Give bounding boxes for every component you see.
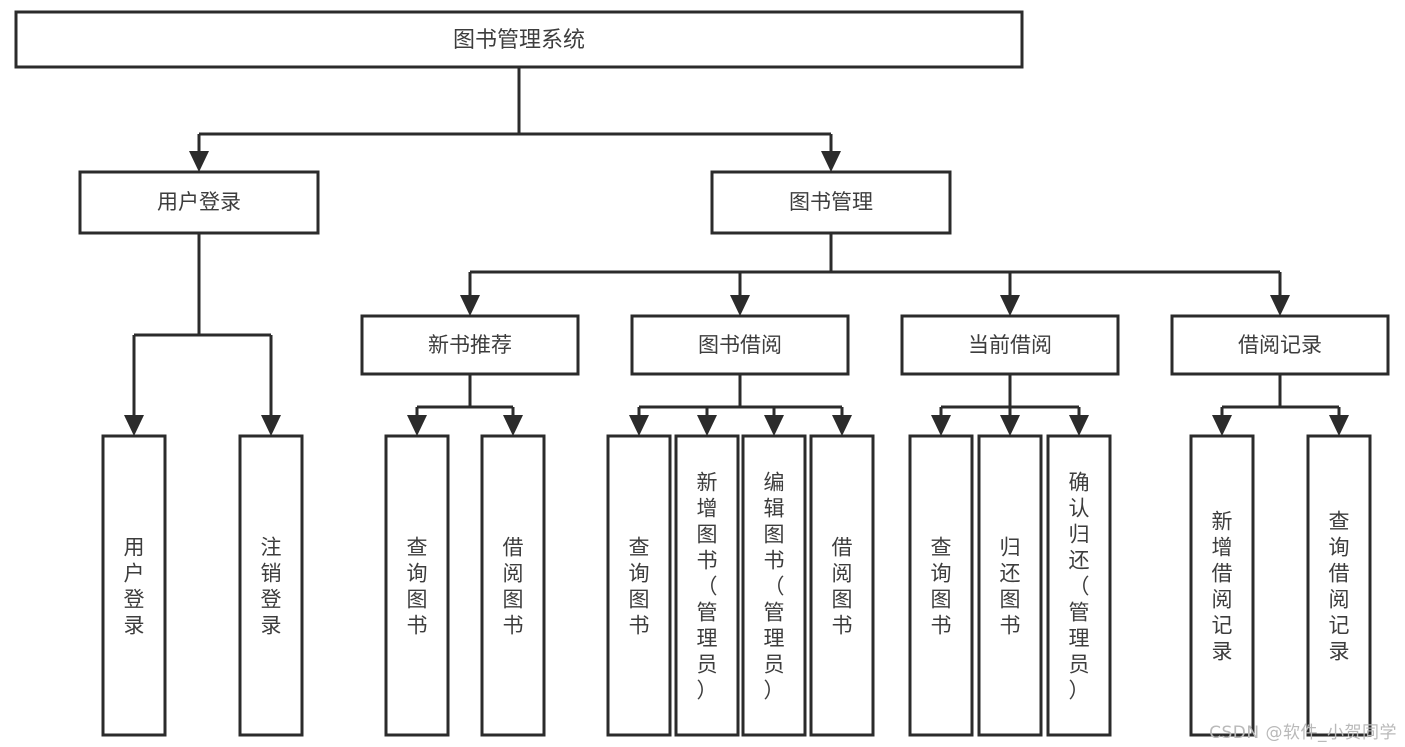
- node-borrow-record[interactable]: 借阅记录: [1170, 314, 1390, 376]
- leaf-node[interactable]: 归还图书: [977, 434, 1043, 737]
- connector-bookmgmt-to-level3: [460, 233, 1290, 316]
- connector-borrowrecord-to-leaves: [1212, 374, 1349, 436]
- leaf-node-label: 借阅图书: [832, 536, 853, 638]
- connector-currentborrow-to-leaves: [931, 374, 1089, 436]
- leaf-node[interactable]: 新增图书（管理员）: [674, 434, 740, 737]
- leaf-node-label: 用户登录: [124, 536, 145, 638]
- leaf-node-label: 借阅图书: [503, 536, 524, 638]
- leaf-node[interactable]: 编辑图书（管理员）: [741, 434, 807, 737]
- connector-bookborrow-to-leaves: [629, 374, 852, 436]
- leaf-node-label: 查询图书: [407, 536, 428, 638]
- node-root-system[interactable]: 图书管理系统: [14, 10, 1024, 69]
- leaf-node[interactable]: 查询借阅记录: [1306, 434, 1372, 737]
- leaf-node[interactable]: 借阅图书: [809, 434, 875, 737]
- leaf-node[interactable]: 用户登录: [101, 434, 167, 737]
- node-borrow-record-label: 借阅记录: [1238, 333, 1322, 357]
- leaf-node[interactable]: 查询图书: [908, 434, 974, 737]
- leaf-node-label: 注销登录: [261, 536, 282, 638]
- node-new-book-recommend[interactable]: 新书推荐: [360, 314, 580, 376]
- node-user-login-label: 用户登录: [157, 190, 241, 214]
- node-new-book-recommend-label: 新书推荐: [428, 333, 512, 357]
- leaf-node[interactable]: 查询图书: [384, 434, 450, 737]
- node-book-management-label: 图书管理: [789, 190, 873, 214]
- leaf-node[interactable]: 查询图书: [606, 434, 672, 737]
- leaf-node-label: 新增借阅记录: [1212, 510, 1233, 664]
- leaf-node-label: 查询借阅记录: [1329, 510, 1350, 664]
- leaf-node[interactable]: 确认归还（管理员）: [1046, 434, 1112, 737]
- node-current-borrow[interactable]: 当前借阅: [900, 314, 1120, 376]
- leaf-node-label: 编辑图书（管理员）: [764, 471, 785, 703]
- leaf-node[interactable]: 新增借阅记录: [1189, 434, 1255, 737]
- connector-userlogin-to-leaves: [124, 233, 281, 436]
- leaf-node-label: 查询图书: [629, 536, 650, 638]
- leaf-node-label: 归还图书: [1000, 536, 1021, 638]
- leaf-node-label: 查询图书: [931, 536, 952, 638]
- connector-newbook-to-leaves: [407, 374, 523, 436]
- leaf-node-label: 新增图书（管理员）: [697, 471, 718, 703]
- node-book-borrow[interactable]: 图书借阅: [630, 314, 850, 376]
- node-current-borrow-label: 当前借阅: [968, 333, 1052, 357]
- node-book-management[interactable]: 图书管理: [710, 170, 952, 235]
- leaf-node[interactable]: 借阅图书: [480, 434, 546, 737]
- leaf-node-label: 确认归还（管理员）: [1069, 471, 1090, 703]
- node-book-borrow-label: 图书借阅: [698, 333, 782, 357]
- leaf-node[interactable]: 注销登录: [238, 434, 304, 737]
- node-user-login[interactable]: 用户登录: [78, 170, 320, 235]
- node-root-system-label: 图书管理系统: [453, 28, 585, 53]
- connector-root-to-level2: [189, 67, 841, 172]
